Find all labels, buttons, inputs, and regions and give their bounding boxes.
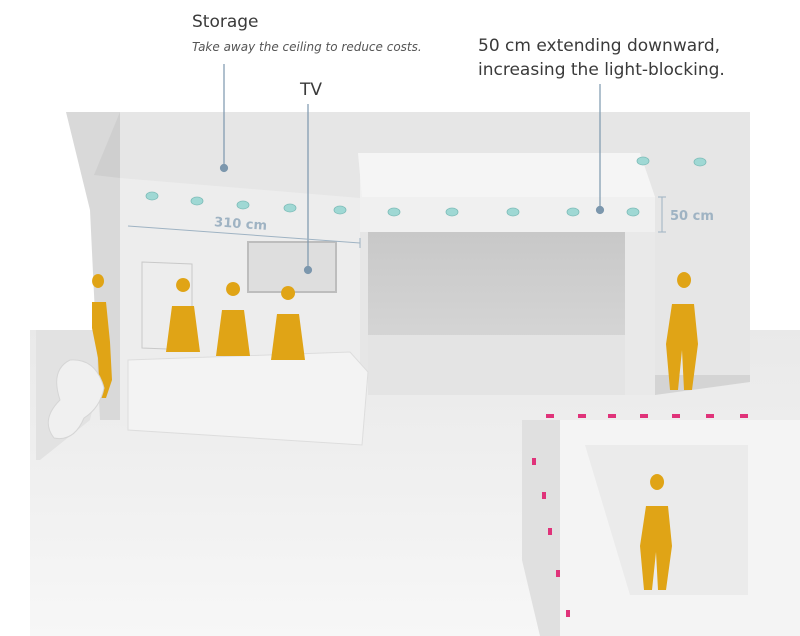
edge-marker bbox=[706, 414, 714, 418]
light-leader-dot bbox=[595, 205, 605, 215]
edge-marker bbox=[542, 492, 546, 499]
platform-edge-markers bbox=[532, 414, 748, 617]
spotlight-icon bbox=[636, 156, 650, 166]
sculpture bbox=[47, 359, 105, 440]
storage-label: Storage bbox=[192, 12, 259, 32]
edge-marker bbox=[578, 414, 586, 418]
width-dimension-label: 310 cm bbox=[214, 215, 268, 234]
light-blocking-note: 50 cm extending downward, increasing the… bbox=[478, 36, 725, 80]
edge-marker bbox=[556, 570, 560, 577]
left-wall-edge bbox=[94, 112, 120, 178]
spotlight-icon bbox=[333, 205, 347, 215]
person-figure bbox=[271, 286, 305, 360]
tv-label: TV bbox=[300, 80, 323, 100]
front-counter bbox=[127, 351, 369, 446]
person-figure bbox=[666, 272, 698, 390]
spotlight-icon bbox=[283, 203, 297, 213]
spotlight-icon bbox=[236, 200, 250, 210]
tv-screen bbox=[247, 241, 337, 293]
person-figure bbox=[640, 474, 672, 590]
platform-side bbox=[522, 420, 560, 636]
width-dimension-line bbox=[127, 225, 361, 244]
header-top bbox=[358, 153, 655, 197]
person-figure bbox=[216, 282, 250, 356]
spotlight-icon bbox=[626, 207, 640, 217]
edge-marker bbox=[546, 414, 554, 418]
tv-leader-dot bbox=[303, 265, 313, 275]
edge-marker bbox=[608, 414, 616, 418]
spotlight-icon bbox=[506, 207, 520, 217]
storage-note: Take away the ceiling to reduce costs. bbox=[192, 40, 422, 54]
storage-leader-dot bbox=[219, 163, 229, 173]
person-figure bbox=[166, 278, 200, 352]
spotlights bbox=[145, 156, 707, 217]
spotlight-icon bbox=[145, 191, 159, 201]
edge-marker bbox=[740, 414, 748, 418]
edge-marker bbox=[640, 414, 648, 418]
edge-marker bbox=[672, 414, 680, 418]
spotlight-icon bbox=[693, 157, 707, 167]
leader-lines bbox=[219, 64, 605, 275]
spotlight-icon bbox=[445, 207, 459, 217]
edge-marker bbox=[532, 458, 536, 465]
spotlight-icon bbox=[190, 196, 204, 206]
right-pillar bbox=[625, 232, 655, 395]
height-dimension-label: 50 cm bbox=[670, 209, 714, 224]
edge-marker bbox=[566, 610, 570, 617]
spotlight-icon bbox=[387, 207, 401, 217]
spotlight-icon bbox=[566, 207, 580, 217]
edge-marker bbox=[548, 528, 552, 535]
dimension-lines bbox=[127, 196, 666, 248]
human-figures bbox=[92, 272, 698, 590]
person-figure bbox=[92, 274, 112, 398]
opening-floor bbox=[368, 335, 640, 395]
